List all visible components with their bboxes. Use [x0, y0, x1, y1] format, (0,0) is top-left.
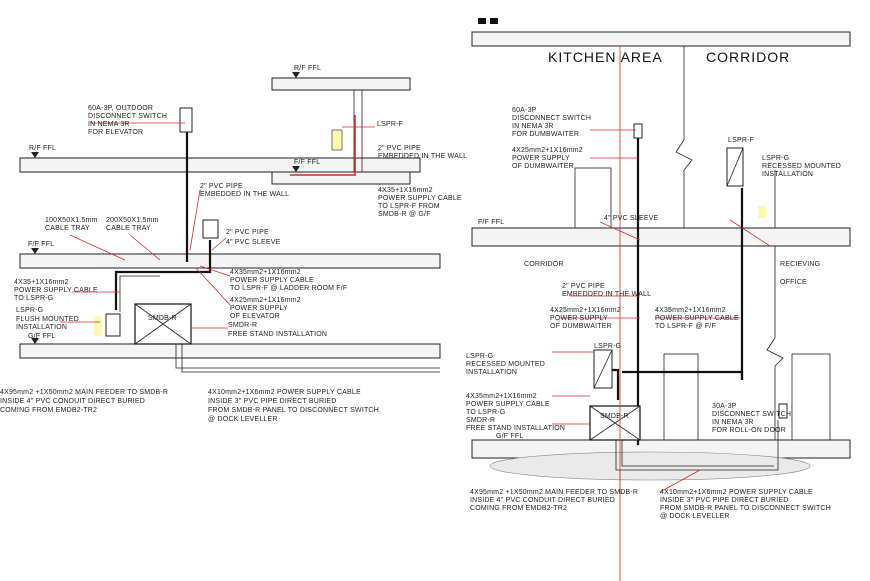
level-marker-icon [31, 152, 39, 158]
lspr-f-label-right: LSPR-F [728, 137, 754, 144]
smdr-label-right: SMDR-R FREE STAND INSTALLATION [466, 417, 565, 432]
lspr-g-cable-label: 4X35mm2+1X16mm2 POWER SUPPLY CABLE TO LS… [466, 393, 552, 416]
level-marker-icon [31, 338, 39, 344]
door-frame [574, 167, 612, 229]
level-marker-icon [292, 166, 300, 172]
inset-lspr-f-label: LSPR-F [377, 121, 403, 128]
ff-slab-right [471, 227, 851, 247]
disconnect-switch-icon [179, 107, 193, 133]
disconnect-switch-icon [633, 123, 643, 139]
disconnect-label-right: 60A-3P DISCONNECT SWITCH IN NEMA 3R FOR … [512, 107, 593, 138]
lspr-g-box-label: LSPR-G [594, 343, 621, 350]
underground-feeder [175, 344, 440, 369]
smdb-label: SMDB-R [148, 315, 177, 322]
right-section: SMDB-R KITCHEN AREA CORRIDOR 60A-3P DISC… [466, 18, 851, 581]
rf-ffl-label: R/F FFL [29, 145, 56, 152]
lspr-g-label: LSPR-G FLUSH MOUNTED INSTALLATION [16, 307, 81, 331]
pvc-wall-label: 2" PVC PIPE EMBEDDED IN THE WALL [200, 183, 289, 198]
lspr-g-box [105, 313, 121, 337]
inset-ff-label: F/F FFL [294, 159, 320, 166]
cable-lspr-g-label: 4X35+1X16mm2 POWER SUPPLY CABLE TO LSPR-… [14, 279, 100, 302]
lspr-g-recessed-label: LSPR-G RECESSED MOUNTED INSTALLATION [762, 155, 843, 178]
level-marker-icon [292, 72, 300, 78]
ff-ffl-label-right: F/F FFL [478, 219, 504, 226]
pvc-wall-label-right: 2" PVC PIPE EMBEDDED IN THE WALL [562, 283, 651, 298]
roll-door-switch-icon [778, 403, 788, 419]
underground-feeder-2 [181, 344, 440, 373]
partition-break [675, 139, 693, 228]
gf-slab [19, 343, 441, 359]
inset-rf-label: R/F FFL [294, 65, 321, 72]
inset-cable [290, 115, 356, 176]
cable-run [114, 240, 212, 310]
gf-ffl-label: G/F FFL [28, 333, 55, 340]
dumbwaiter-cable-label: 4X25mm2+1X16mm2 POWER SUPPLY OF DUMBWAIT… [512, 147, 585, 170]
cable-run-2 [119, 275, 160, 312]
pvc-sleeve-label: 4" PVC SLEEVE [226, 239, 281, 246]
cable-elevator-label: 4X25mm2+1X16mm2 POWER SUPPLY OF ELEVATOR [230, 297, 303, 320]
office-label: OFFICE [780, 279, 807, 286]
ff-slab [19, 253, 441, 269]
smdr-label: SMDR-R FREE STAND INSTALLATION [228, 322, 327, 338]
ff-ffl-label: F/F FFL [28, 241, 54, 248]
tray1-label: 100X50X1.5mm CABLE TRAY [45, 217, 100, 232]
receiving-label: RECIEVING [780, 261, 820, 268]
corridor-top-label: CORRIDOR [706, 49, 790, 65]
rolldoor-switch-label: 30A-3P DISCONNECT SWITCH IN NEMA 3R FOR … [712, 403, 793, 434]
rf-slab [19, 157, 421, 173]
door-frame-3 [791, 353, 831, 441]
pvc-pipe-label: 2" PVC PIPE [226, 229, 269, 236]
marker [758, 206, 766, 218]
lspr-g-marker [94, 316, 102, 336]
office-wall-break [766, 337, 784, 440]
door-frame-2 [663, 353, 699, 441]
cable-ladder-label: 4X35mm2+1X16mm2 POWER SUPPLY CABLE TO LS… [230, 269, 347, 292]
sleeve-box [202, 219, 219, 239]
dock-label: 4X10mm2+1X6mm2 POWER SUPPLY CABLE INSIDE… [208, 389, 381, 423]
inset-rf-slab [271, 77, 411, 91]
level-marker-icon [31, 248, 39, 254]
inset-pvc-label: 2" PVC PIPE EMBEDDED IN THE WALL [378, 145, 467, 160]
inset-lspr-f-box [331, 129, 343, 151]
dock-label-right: 4X10mm2+1X6mm2 POWER SUPPLY CABLE INSIDE… [660, 489, 833, 520]
underground-feed-right [615, 420, 779, 471]
lspr-g-left-label: LSPR-G RECESSED MOUNTED INSTALLATION [466, 353, 547, 376]
inset-ff-slab [271, 171, 411, 185]
gf-ffl-label-right: G/F FFL [496, 433, 523, 440]
tray2-label: 200X50X1.5mm CABLE TRAY [106, 217, 161, 232]
marker-block-icon [478, 18, 486, 24]
inset-cable-label: 4X35+1X16mm2 POWER SUPPLY CABLE TO LSPR-… [378, 187, 464, 218]
marker-block-icon [490, 18, 498, 24]
lspr-f-cable-label: 4X35mm2+1X16mm2 POWER SUPPLY CABLE TO LS… [655, 307, 741, 330]
smdb-label-right: SMDB-R [600, 413, 629, 420]
feeder-label: 4X95mm2 +1X50mm2 MAIN FEEDER TO SMDB-R I… [0, 389, 170, 414]
dumbwaiter-cable-label-2: 4X25mm2+1X16mm2 POWER SUPPLY OF DUMBWAIT… [550, 307, 623, 330]
sleeve-label: 4" PVC SLEEVE [604, 215, 659, 222]
top-slab [471, 31, 851, 47]
left-section: SMDB-R R/F FFL F/F FFL G/F FFL R/F FFL F… [0, 65, 467, 423]
disconnect-label: 60A-3P, OUTDOOR DISCONNECT SWITCH IN NEM… [88, 105, 169, 136]
feeder-label-right: 4X95mm2 +1X50mm2 MAIN FEEDER TO SMDB-R I… [470, 489, 640, 512]
corridor-label: CORRIDOR [524, 261, 564, 268]
kitchen-label: KITCHEN AREA [548, 49, 663, 65]
